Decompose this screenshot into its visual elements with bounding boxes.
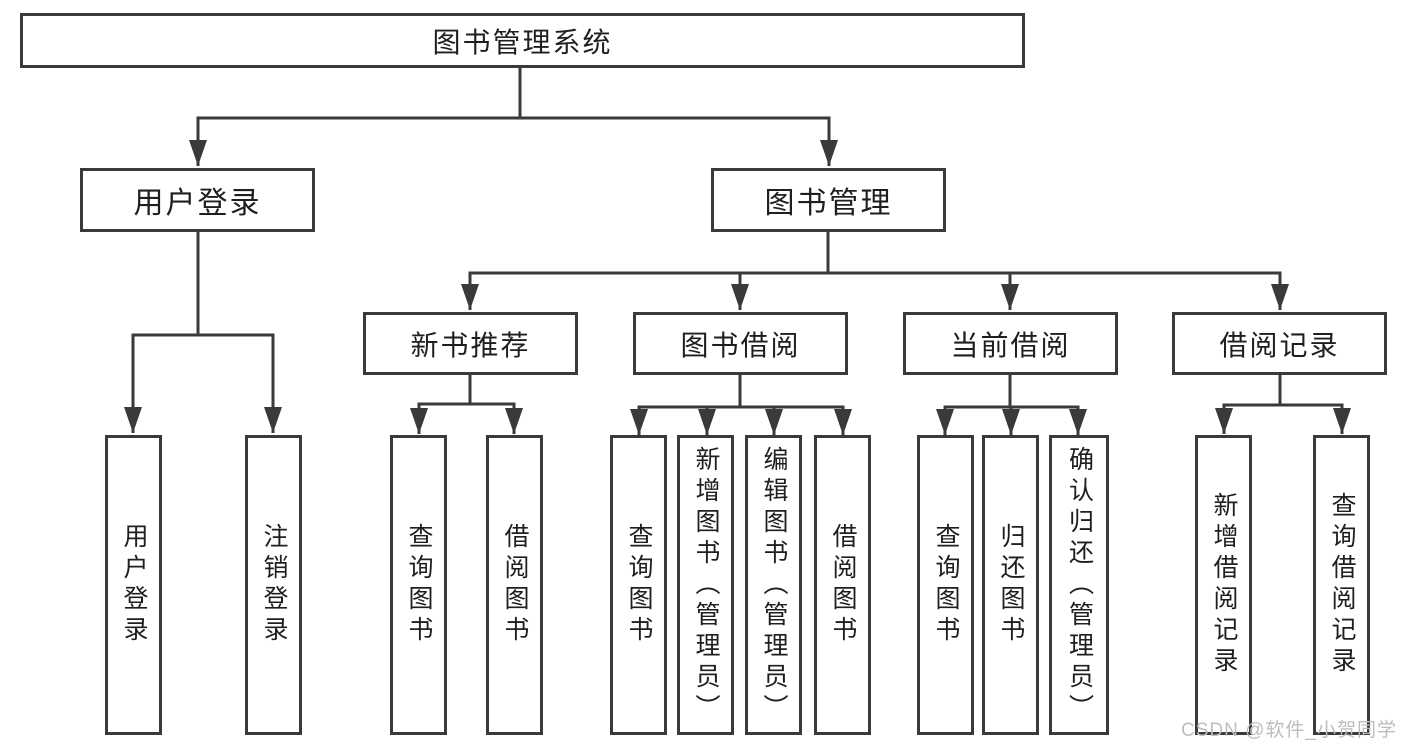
node-book-borrowing: 图书借阅: [633, 312, 848, 375]
leaf-label: 查询图书: [405, 523, 433, 647]
connector-book-borrowing-to-leaves: [630, 373, 852, 435]
node-book-management: 图书管理: [711, 168, 946, 232]
leaf-label: 借阅图书: [501, 523, 529, 647]
connector-current-borrowing-to-leaves: [936, 373, 1087, 435]
leaf-label: 新增借阅记录: [1210, 492, 1238, 678]
node-current-borrowing: 当前借阅: [903, 312, 1118, 375]
leaf-label: 编辑图书（管理员）: [760, 445, 788, 725]
leaf-edit-books-admin: 编辑图书（管理员）: [745, 435, 802, 735]
connector-root-to-level2: [189, 66, 838, 166]
csdn-watermark: CSDN @软件_小贺同学: [1181, 720, 1397, 741]
leaf-query-books-2: 查询图书: [610, 435, 667, 735]
leaf-label: 查询借阅记录: [1328, 492, 1356, 678]
leaf-label: 查询图书: [932, 523, 960, 647]
node-user-login: 用户登录: [80, 168, 315, 232]
leaf-query-borrow-record: 查询借阅记录: [1313, 435, 1370, 735]
leaf-logout: 注销登录: [245, 435, 302, 735]
leaf-label: 用户登录: [120, 523, 148, 647]
node-new-book-recommendation: 新书推荐: [363, 312, 578, 375]
leaf-user-login: 用户登录: [105, 435, 162, 735]
node-root-library-management-system: 图书管理系统: [20, 13, 1025, 68]
leaf-query-books-3: 查询图书: [917, 435, 974, 735]
leaf-label: 归还图书: [997, 523, 1025, 647]
connector-borrowing-records-to-leaves: [1215, 373, 1351, 434]
leaf-borrow-books-2: 借阅图书: [814, 435, 871, 735]
leaf-add-borrow-record: 新增借阅记录: [1195, 435, 1252, 735]
connector-book-management-to-level3: [461, 230, 1289, 310]
leaf-borrow-books-1: 借阅图书: [486, 435, 543, 735]
node-borrowing-records: 借阅记录: [1172, 312, 1387, 375]
leaf-query-books-1: 查询图书: [390, 435, 447, 735]
connector-user-login-to-leaves: [124, 230, 282, 433]
leaf-label: 新增图书（管理员）: [692, 445, 720, 725]
leaf-add-books-admin: 新增图书（管理员）: [677, 435, 734, 735]
leaf-confirm-return-admin: 确认归还（管理员）: [1049, 435, 1109, 735]
leaf-label: 确认归还（管理员）: [1065, 445, 1094, 725]
leaf-return-books: 归还图书: [982, 435, 1039, 735]
leaf-label: 查询图书: [625, 523, 653, 647]
leaf-label: 借阅图书: [829, 523, 857, 647]
leaf-label: 注销登录: [260, 523, 288, 647]
connector-new-book-to-leaves: [410, 373, 523, 434]
